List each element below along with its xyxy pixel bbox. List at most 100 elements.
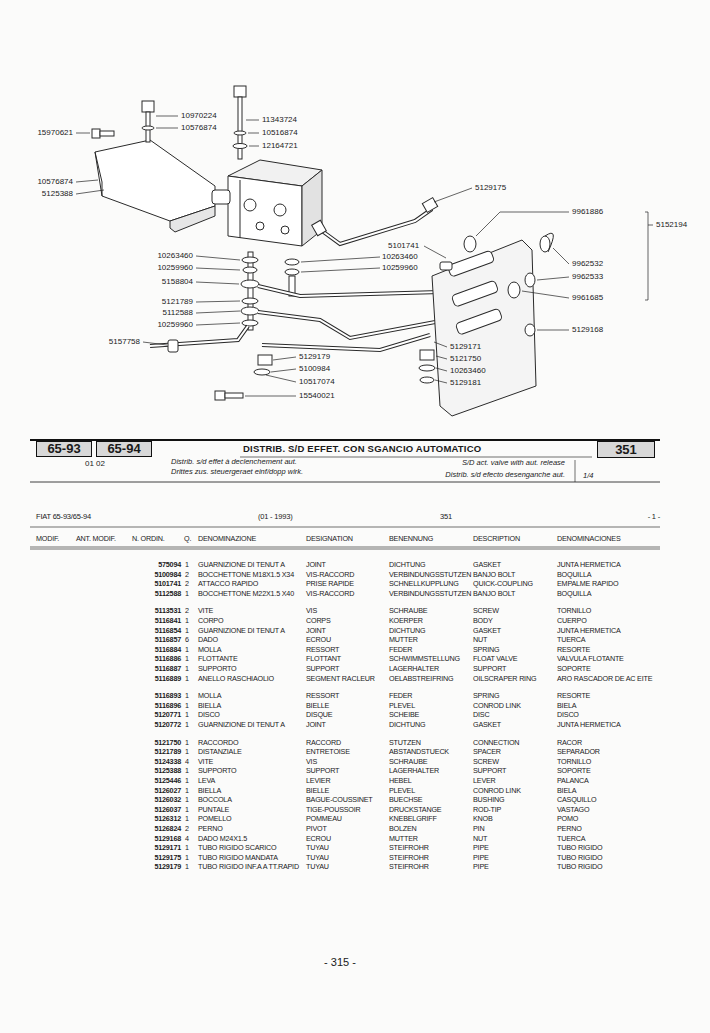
- part-number: 5116857: [155, 635, 181, 644]
- table-cell: CASQUILLO: [557, 795, 661, 804]
- table-cell: PIPE: [473, 853, 555, 862]
- part-number: 5112588: [155, 589, 181, 598]
- table-cell: CORPS: [306, 616, 388, 625]
- table-cell: SCHRAUBE: [389, 757, 473, 766]
- table-cell: JUNTA HERMETICA: [557, 720, 661, 729]
- table-cell: LEVIER: [306, 776, 388, 785]
- table-cell: STUTZEN: [389, 738, 473, 747]
- table-cell: SUPPORT: [473, 664, 555, 673]
- table-cell: CONNECTION: [473, 738, 555, 747]
- table-cell: STEIFROHR: [389, 853, 473, 862]
- callout-number: 10517074: [299, 377, 335, 387]
- part-number: 5121789: [154, 747, 181, 756]
- table-cell: BIELLE: [306, 786, 388, 795]
- part-number: 5116887: [155, 664, 181, 673]
- page-number: - 315 -: [310, 957, 370, 967]
- table-cell: ECROU: [306, 635, 388, 644]
- table-header-info: (01 - 1993): [258, 512, 293, 521]
- table-cell: ECROU: [306, 834, 388, 843]
- table-cell: EMPALME RAPIDO: [557, 579, 661, 588]
- table-cell: RESSORT: [306, 691, 388, 700]
- table-cell: TUYAU: [306, 843, 388, 852]
- table-cell: JOINT: [306, 626, 388, 635]
- page-title: DISTRIB. S/D EFFET. CON SGANCIO AUTOMATI…: [243, 444, 481, 454]
- table-cell: TUYAU: [306, 853, 388, 862]
- table-cell: MUTTER: [389, 635, 473, 644]
- table-cell: RESORTE: [557, 691, 661, 700]
- table-cell: TIGE-POUSSOIR: [306, 805, 388, 814]
- part-number: 5126032: [154, 795, 181, 804]
- column-header: BENENNUNG: [389, 534, 433, 543]
- quantity: 1: [185, 786, 189, 795]
- table-cell: SEPARADOR: [557, 747, 661, 756]
- table-cell: RACOR: [557, 738, 661, 747]
- column-header: Q.: [184, 534, 191, 543]
- callout-number: 10263460: [157, 251, 193, 261]
- callout-number: 15970621: [37, 128, 73, 138]
- callout-number: 9962532: [572, 259, 603, 269]
- table-cell: FLOAT VALVE: [473, 654, 555, 663]
- part-number: 5125446: [154, 776, 181, 785]
- table-cell: VASTAGO: [557, 805, 661, 814]
- model-badge: 65-94: [96, 441, 152, 457]
- table-cell: GUARNIZIONE DI TENUT A: [198, 626, 302, 635]
- callout-number: 5152194: [656, 220, 687, 230]
- table-cell: TORNILLO: [557, 757, 661, 766]
- callout-number: 5125388: [42, 189, 73, 199]
- part-number: 5120772: [154, 720, 181, 729]
- table-cell: TUBO RIGIDO INF.A A TT.RAPID: [198, 862, 302, 871]
- table-cell: DICHTUNG: [389, 626, 473, 635]
- table-cell: DICHTUNG: [389, 560, 473, 569]
- table-cell: SUPPORTO: [198, 664, 302, 673]
- table-cell: SPRING: [473, 691, 555, 700]
- table-cell: SCHEIBE: [389, 710, 473, 719]
- quantity: 2: [185, 579, 189, 588]
- column-header: ANT. MODIF.: [76, 534, 116, 543]
- table-cell: DISC: [473, 710, 555, 719]
- table-cell: BIELLA: [198, 786, 302, 795]
- table-cell: VERBINDUNGSSTUTZEN: [389, 589, 473, 598]
- table-cell: BANJO BOLT: [473, 570, 555, 579]
- table-cell: QUICK-COUPLING: [473, 579, 555, 588]
- table-cell: STEIFROHR: [389, 862, 473, 871]
- table-cell: BOQUILLA: [557, 589, 661, 598]
- table-cell: MOLLA: [198, 645, 302, 654]
- table-cell: TUBO RIGIDO MANDATA: [198, 853, 302, 862]
- table-cell: VALVULA FLOTANTE: [557, 654, 661, 663]
- table-cell: ANELLO RASCHIAOLIO: [198, 674, 302, 683]
- table-cell: MUTTER: [389, 834, 473, 843]
- table-cell: BIELLE: [306, 701, 388, 710]
- table-cell: GASKET: [473, 720, 555, 729]
- callout-number: 9961685: [572, 293, 603, 303]
- callout-number: 5129175: [475, 183, 506, 193]
- quantity: 1: [185, 776, 189, 785]
- quantity: 1: [185, 843, 189, 852]
- callout-number: 10259960: [157, 320, 193, 330]
- table-cell: DISQUE: [306, 710, 388, 719]
- table-cell: ROD-TIP: [473, 805, 555, 814]
- callout-number: 5101741: [388, 241, 419, 251]
- table-cell: TUBO RIGIDO: [557, 862, 661, 871]
- table-cell: JOINT: [306, 560, 388, 569]
- callout-number: 10259960: [382, 263, 418, 273]
- table-cell: CORPO: [198, 616, 302, 625]
- callout-number: 5129171: [450, 342, 481, 352]
- table-cell: SUPPORT: [306, 664, 388, 673]
- table-cell: TUERCA: [557, 635, 661, 644]
- callout-number: 10970224: [181, 111, 217, 121]
- callout-number: 10516874: [262, 128, 298, 138]
- part-number: 5120771: [154, 710, 181, 719]
- table-cell: VIS-RACCORD: [306, 589, 388, 598]
- badge-text: 65-94: [107, 442, 140, 456]
- table-cell: LAGERHALTER: [389, 664, 473, 673]
- part-number: 5116896: [155, 701, 181, 710]
- table-cell: FEDER: [389, 691, 473, 700]
- callout-number: 9961886: [572, 207, 603, 217]
- table-cell: CONROD LINK: [473, 786, 555, 795]
- table-cell: BOCCHETTONE M18X1.5 X34: [198, 570, 302, 579]
- table-cell: FLOTTANTE: [198, 654, 302, 663]
- table-cell: VIS: [306, 757, 388, 766]
- callout-number: 5129179: [299, 352, 330, 362]
- table-cell: LAGERHALTER: [389, 766, 473, 775]
